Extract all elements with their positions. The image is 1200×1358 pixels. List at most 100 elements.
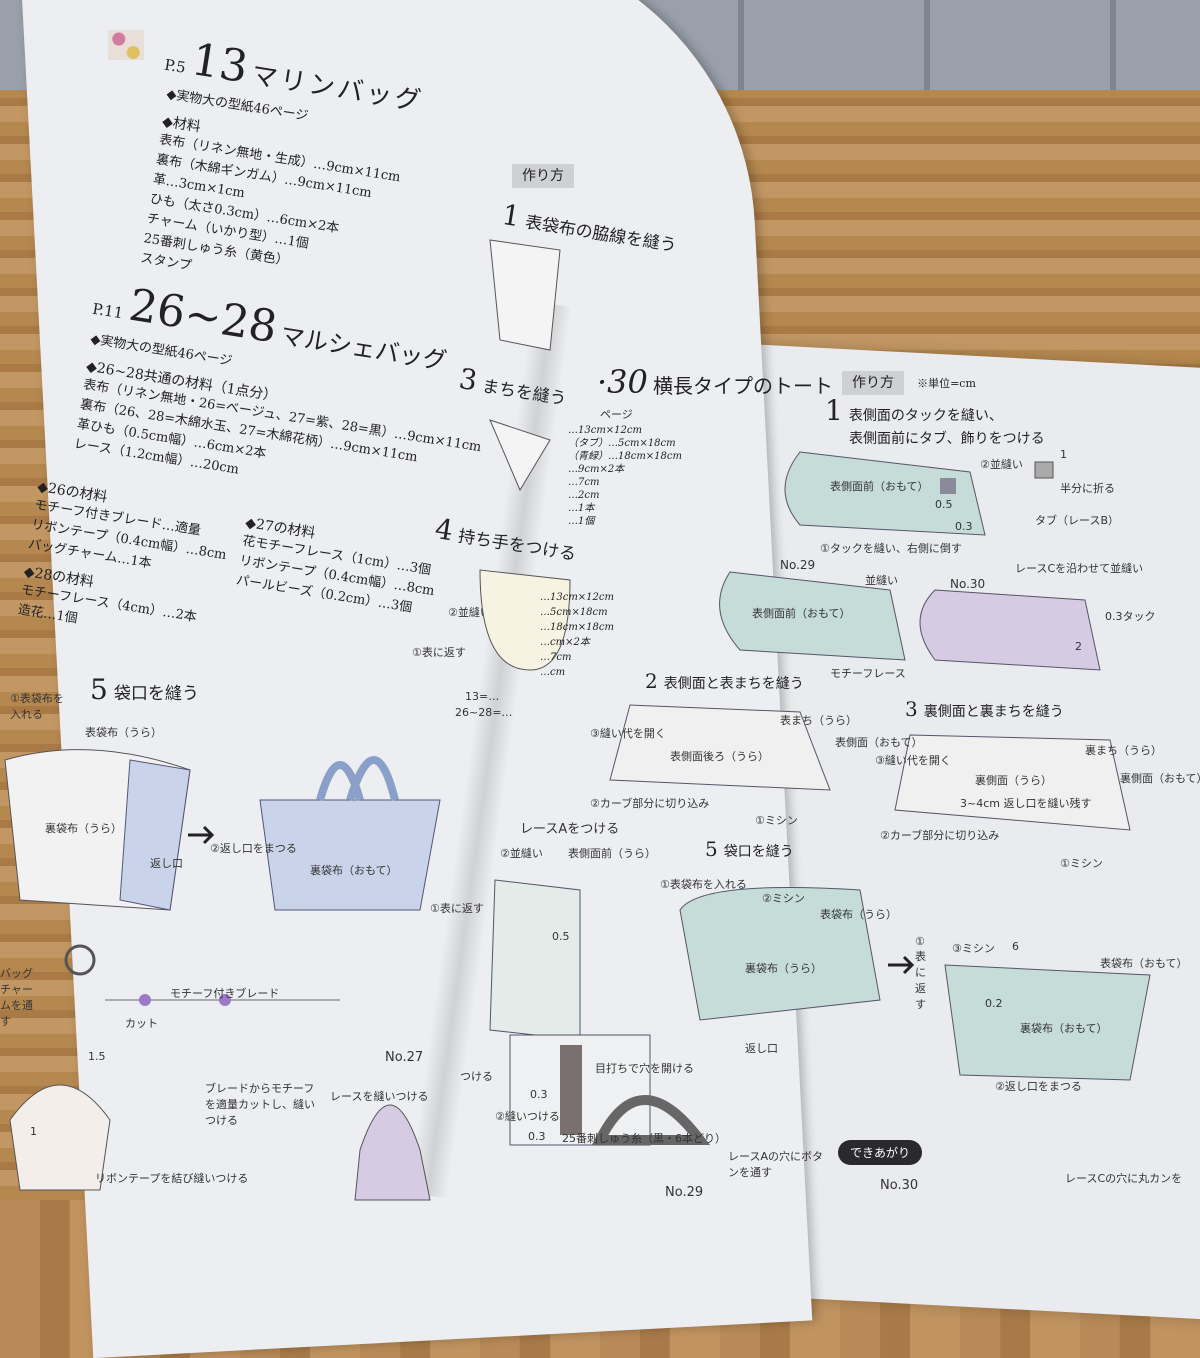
diagram-label: つける [460,1070,493,1083]
step-text: 裏側面と裏まちを縫う [923,704,1064,720]
diagram-label: 25番刺しゅう糸（黒・6本どり） [562,1132,726,1145]
diagram-label: 目打ちで穴を開ける [595,1062,694,1075]
step-1-right: 1 表側面のタックを縫い、 表側面前にタブ、飾りをつける [825,397,1045,450]
diagram-label: ①表に返す [412,646,466,659]
diagram-label: 裏袋布（おもて） [310,864,398,877]
diagram-label: 3~4cm 返し口を縫い残す [960,797,1092,810]
material-line: （タブ）…5cm×18cm [568,438,676,449]
diagram-label: モチーフ付きブレード [170,987,280,1000]
material-line: …5cm×18cm [540,607,608,618]
right-page-diagrams [489,451,1151,1146]
diagram-label: 表側面後ろ（うら） [670,750,769,763]
howto-label: 作り方 [842,371,904,395]
material-line: （青緑）…18cm×18cm [568,451,682,462]
finished-badge: できあがり [838,1140,923,1165]
diagram-label: リボンテープを結び縫いつける [95,1172,249,1185]
diagram-label: 0.3 [530,1088,548,1101]
diagram-label: No.27 [385,1050,424,1065]
diagram-label: レースCの穴に丸カンを [1065,1172,1183,1185]
step-text: 表側面前にタブ、飾りをつける [849,431,1045,447]
diagram-label: 表まち（うら） [780,714,857,727]
diagram-label: 0.2 [985,997,1003,1010]
step-text: 表側面のタックを縫い、 [848,408,1003,424]
diagram-label: ①表に返す [430,902,484,915]
diagram-label: 表袋布（おもて） [1100,957,1188,970]
diagram-label: ブレードからモチーフを適量カットし、縫いつける [205,1082,315,1127]
diagram-label: ②カーブ部分に切り込み [590,797,710,810]
material-line: …2cm [568,490,600,501]
diagram-label: No.29 [780,558,816,572]
diagram-label: カット [125,1017,158,1030]
diagram-label: 26~28=… [455,706,513,719]
floral-thumbnail [108,30,144,60]
diagram-label: 裏まち（うら） [1085,744,1162,757]
step-diagrams-left [479,239,571,671]
step-number: 1 [825,394,843,427]
step-text: 袋口を縫う [113,684,199,704]
diagram-label: レースCを沿わせて並縫い [1015,562,1144,575]
diagram-label: 並縫い [865,574,898,587]
pattern-note: ページ [600,408,633,421]
diagram-label: モチーフレース [830,667,906,680]
diagram-label: 1.5 [88,1050,106,1063]
bag-diagram-step5 [4,749,441,911]
diagram-label: No.30 [880,1178,919,1193]
finishing-diagrams-left [9,944,431,1201]
diagram-label: 0.5 [552,930,570,943]
diagram-label: 0.5 [935,498,953,511]
howto-tag-right: 作り方 ※単位=cm [842,371,976,395]
diagram-label: ②縫いつける [495,1110,560,1123]
diagram-label: レースを縫いつける [330,1090,429,1103]
diagram-label: 2 [1075,640,1082,653]
step-number: 3 [905,697,918,721]
diagram-label: ②並縫い [500,847,543,860]
diagram-label: No.30 [950,577,986,591]
diagram-label: 表側面（おもて） [835,736,923,749]
diagram-label: 13=… [465,690,500,703]
diagram-label: ①表袋布を入れる [660,878,747,891]
step-5-right: 5 袋口を縫う [705,836,794,865]
material-line: …13cm×12cm [568,425,642,436]
step-number: 5 [705,837,718,861]
diagram-label: ①ミシン [755,814,798,827]
diagram-label: 表側面前（うら） [568,847,656,860]
material-line: …18cm×18cm [540,622,614,633]
howto-tag-left: 作り方 [512,164,574,188]
diagram-label: 裏袋布（うら） [45,822,122,835]
diagram-label: レースAの穴にボタンを通す [728,1150,823,1179]
diagram-label: 裏袋布（おもて） [1020,1022,1108,1035]
diagram-label: ①表に返す [915,935,926,1011]
diagram-label: バッグチャームを通す [0,967,33,1028]
diagram-label: ①ミシン [1060,857,1103,870]
partial-materials-2: …13cm×12cm …5cm×18cm …18cm×18cm …cm×2本 …… [540,590,614,680]
diagram-label: ②返し口をまつる [995,1080,1082,1093]
item-title: 横長タイプのトート [652,374,833,398]
unit-note: ※単位=cm [917,377,976,390]
diagram-label: 6 [1012,940,1019,953]
diagram-label: No.29 [665,1185,704,1200]
diagram-label: 返し口 [745,1042,778,1055]
step-text: 袋口を縫う [723,844,794,860]
diagram-label: ②並縫い [448,606,491,619]
diagram-label: 表側面前（おもて） [752,607,851,620]
right-header: ·30 横長タイプのトート [597,363,833,401]
diagram-label: ③ミシン [952,942,995,955]
diagram-label: 表側面前（おもて） [830,480,929,493]
material-line: …9cm×2本 [568,464,625,475]
diagram-label: 0.3 [528,1130,546,1143]
diagram-label: 返し口 [150,857,183,870]
diagram-label: 裏側面（おもて） [1120,772,1200,785]
diagram-label: ①タックを縫い、右側に倒す [820,542,962,555]
step-3-right: 3 裏側面と裏まちを縫う [905,696,1064,725]
diagram-label: ①表袋布を入れる [10,692,64,721]
diagram-label: 表袋布（うら） [85,726,162,739]
partial-materials: …13cm×12cm （タブ）…5cm×18cm （青緑）…18cm×18cm … [568,424,682,528]
diagram-label: ②返し口をまつる [210,842,297,855]
diagram-label: ②カーブ部分に切り込み [880,829,1000,842]
diagram-label: ③縫い代を開く [875,754,951,767]
diagram-label: ②ミシン [762,892,805,905]
material-line: …1本 [568,503,595,514]
material-line: …1個 [568,516,595,527]
